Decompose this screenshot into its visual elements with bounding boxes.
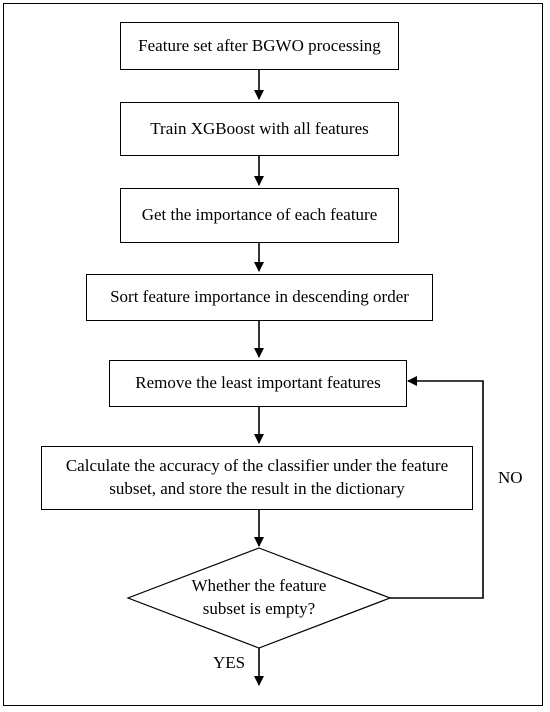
diagram-frame (3, 3, 543, 706)
no-label: NO (498, 468, 523, 487)
step-feature-set-label: Feature set after BGWO processing (138, 35, 381, 55)
step-get-importance: Get the importance of each feature (120, 188, 399, 243)
step-sort-importance-label: Sort feature importance in descending or… (110, 287, 409, 307)
decision-label: Whether the feature subset is empty? (175, 570, 343, 626)
step-train-xgboost-label: Train XGBoost with all features (150, 118, 369, 138)
step-train-xgboost: Train XGBoost with all features (120, 102, 399, 156)
step-remove-least-important: Remove the least important features (109, 360, 407, 407)
step-get-importance-label: Get the importance of each feature (141, 205, 378, 225)
step-sort-importance: Sort feature importance in descending or… (86, 274, 433, 321)
decision-text: Whether the feature subset is empty? (191, 576, 327, 618)
step-calculate-accuracy-label: Calculate the accuracy of the classifier… (65, 456, 449, 498)
step-feature-set: Feature set after BGWO processing (120, 22, 399, 70)
yes-label: YES (213, 653, 246, 672)
step-remove-least-important-label: Remove the least important features (135, 373, 381, 393)
step-calculate-accuracy: Calculate the accuracy of the classifier… (41, 446, 473, 510)
arrow-no-loop (390, 376, 484, 599)
